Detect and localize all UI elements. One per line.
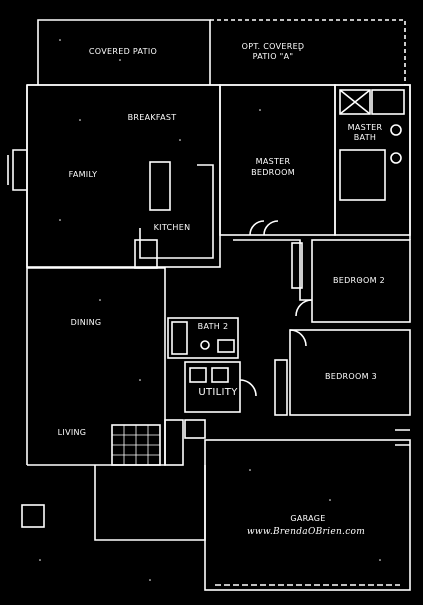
vanity-sink-2 bbox=[390, 152, 402, 164]
master-bed-door bbox=[249, 220, 279, 236]
garage-label: GARAGE bbox=[290, 514, 326, 523]
covered-patio-outline bbox=[37, 19, 211, 85]
kitchen-island bbox=[149, 161, 171, 211]
kitchen-label: KITCHEN bbox=[153, 223, 191, 232]
utility-label: UTILITY bbox=[198, 387, 238, 398]
tub-x bbox=[339, 89, 371, 115]
bedroom-2-label: BEDROOM 2 bbox=[332, 276, 386, 285]
bedroom-3-label: BEDROOM 3 bbox=[324, 372, 378, 381]
bed2-door bbox=[295, 299, 313, 317]
opt-patio-outline bbox=[210, 19, 406, 85]
kitchen-pantry bbox=[134, 239, 158, 269]
noise-specks bbox=[39, 39, 381, 581]
washer bbox=[189, 367, 207, 383]
master-bath bbox=[334, 84, 411, 236]
bath2-toilet bbox=[200, 340, 210, 350]
watermark-text: www.BrendaOBrien.com bbox=[246, 527, 366, 537]
family-label: FAMILY bbox=[68, 170, 98, 179]
master-bedroom-label-2: BEDROOM bbox=[251, 168, 295, 177]
bath2-vanity bbox=[217, 339, 235, 353]
vanity-sink-1 bbox=[390, 124, 402, 136]
dryer bbox=[211, 367, 229, 383]
bed2-closet bbox=[291, 242, 303, 289]
front-porch bbox=[94, 465, 206, 541]
fireplace bbox=[7, 149, 27, 191]
bath-2-label: BATH 2 bbox=[197, 322, 229, 331]
master-bath-label-2: BATH bbox=[353, 133, 377, 142]
master-bedroom-label-1: MASTER bbox=[255, 157, 291, 166]
garage bbox=[204, 439, 411, 591]
master-tub bbox=[339, 89, 371, 115]
dining-label: DINING bbox=[70, 318, 102, 327]
garage-right-steps bbox=[395, 429, 410, 446]
opt-patio-label-2: PATIO "A" bbox=[252, 52, 294, 61]
master-shower bbox=[371, 89, 405, 115]
living-label: LIVING bbox=[57, 428, 87, 437]
bedroom-3 bbox=[289, 329, 411, 416]
bath2-tub bbox=[171, 321, 188, 355]
kitchen-counter bbox=[139, 164, 214, 259]
dining-room bbox=[27, 267, 166, 466]
porch-column bbox=[21, 504, 45, 528]
utility-door bbox=[239, 379, 257, 397]
hall-wall bbox=[233, 239, 312, 301]
opt-patio-label-1: OPT. COVERED bbox=[241, 42, 305, 51]
bath-2 bbox=[167, 317, 239, 359]
bed3-door bbox=[289, 329, 307, 347]
bed3-closet bbox=[274, 359, 288, 416]
entry-tile-grid bbox=[112, 425, 160, 465]
master-bath-label-1: MASTER bbox=[347, 123, 383, 132]
water-heater bbox=[184, 419, 206, 439]
breakfast-label: BREAKFAST bbox=[127, 113, 177, 122]
outer-wall-upper bbox=[27, 84, 411, 240]
bedroom-2 bbox=[311, 239, 411, 323]
utility-room bbox=[184, 361, 241, 413]
covered-patio-label: COVERED PATIO bbox=[88, 47, 158, 56]
master-closet bbox=[339, 149, 386, 201]
coat-closet bbox=[164, 419, 184, 466]
family-room bbox=[26, 84, 221, 268]
